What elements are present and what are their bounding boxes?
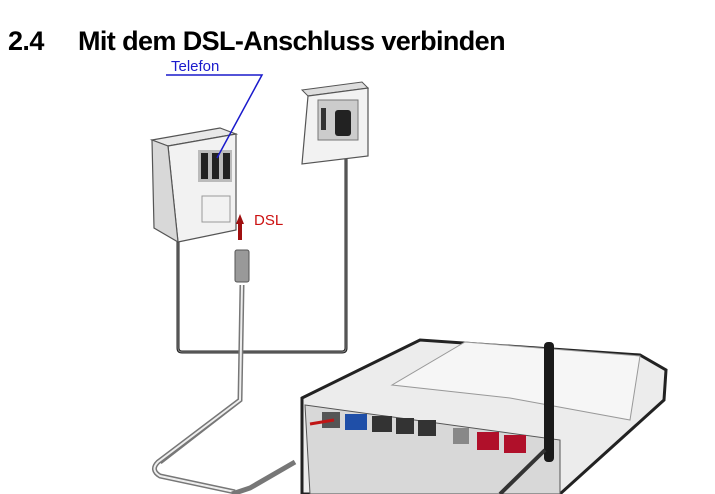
section-number: 2.4 [8,26,44,57]
dsl-splitter [149,127,239,244]
section-heading: 2.4 Mit dem DSL-Anschluss verbinden [8,26,506,57]
wall-socket [300,81,370,165]
dsl-arrow-icon [236,214,244,240]
dsl-cable [152,284,245,494]
telefon-pointer-line [166,74,264,159]
dsl-plug [234,249,250,283]
dsl-label: DSL [254,212,284,229]
section-title: Mit dem DSL-Anschluss verbinden [78,26,506,57]
router [300,338,668,494]
telefon-label: Telefon [171,58,220,75]
